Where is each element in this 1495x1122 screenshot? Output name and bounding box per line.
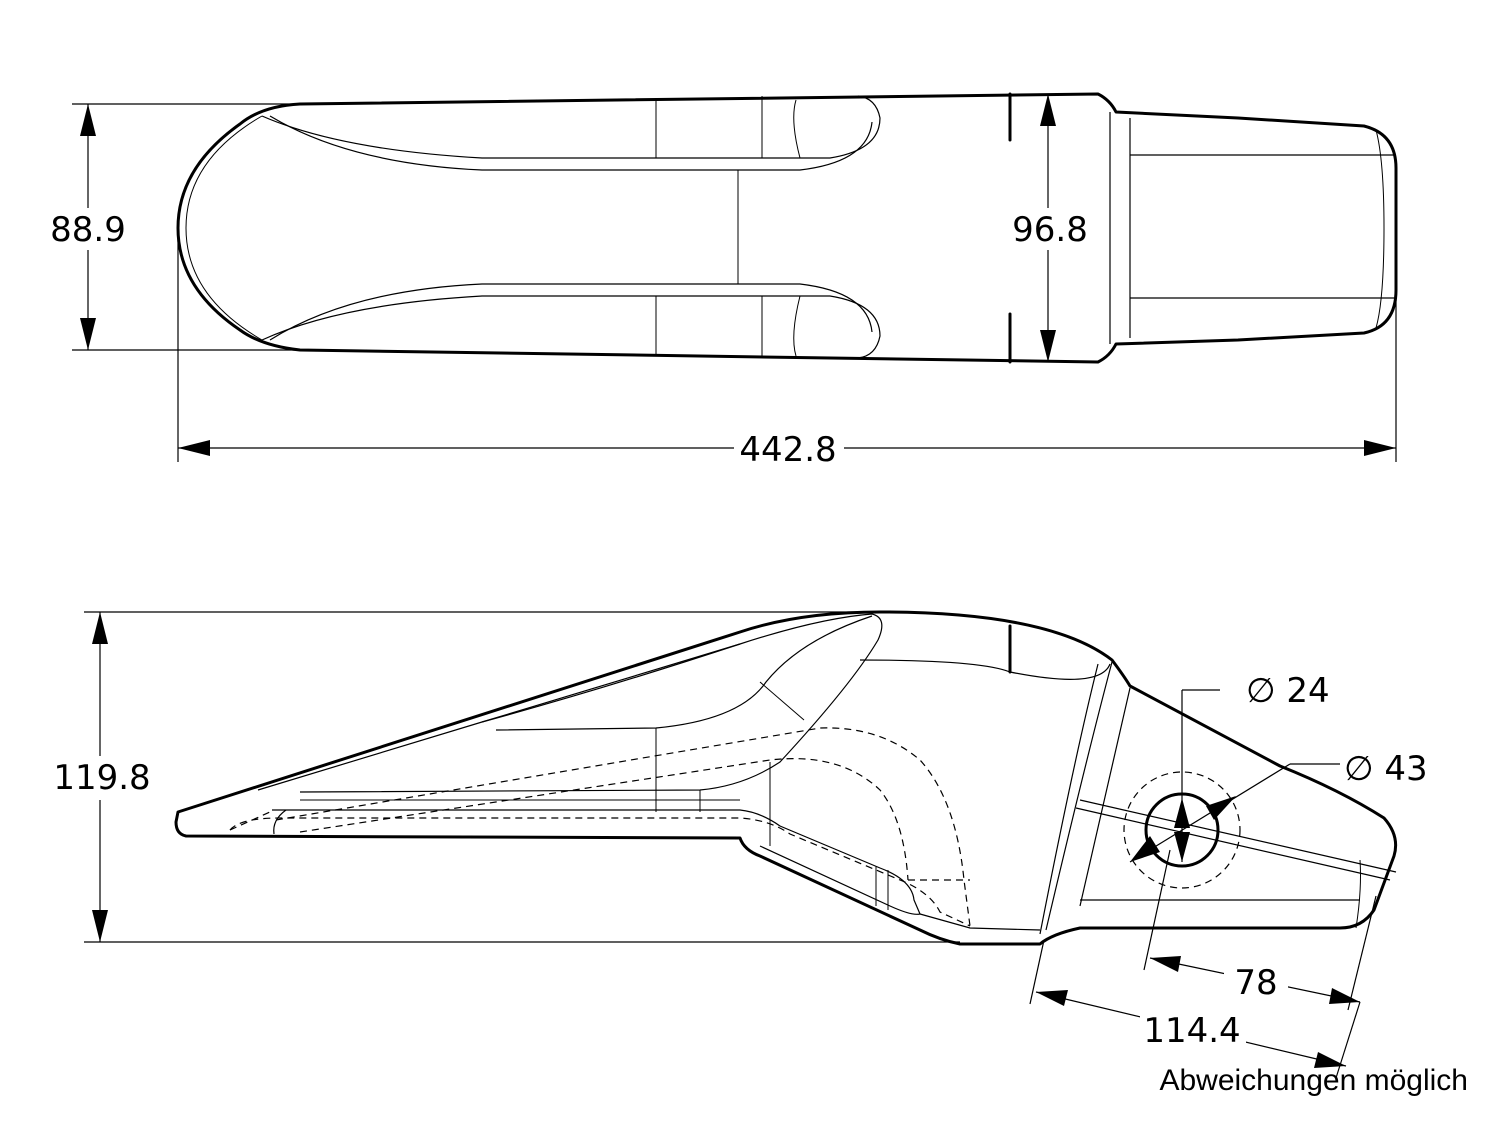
side-hidden-bore <box>1123 771 1241 889</box>
hole-to-tip-label: 78 <box>1234 963 1277 1003</box>
side-hidden-pocket <box>229 817 971 927</box>
dimension-overall-length: 442.8 <box>177 230 1397 470</box>
top-view-outline <box>176 92 1398 364</box>
dimension-top-head-width: 96.8 <box>1010 94 1090 362</box>
top-view <box>176 92 1398 364</box>
dimension-hole-small: ∅ 24 <box>1174 671 1330 862</box>
dimension-pin-to-tip: 114.4 <box>1029 939 1361 1079</box>
overall-length-label: 442.8 <box>739 430 836 470</box>
top-tip-arc <box>185 115 263 341</box>
side-view-outline <box>174 610 1398 946</box>
side-lower-groove <box>272 809 921 915</box>
top-groove-upper <box>261 95 881 159</box>
top-groove-lower <box>261 295 881 359</box>
top-groove-upper-inner <box>269 115 873 171</box>
dimension-hole-to-tip: 78 <box>1143 849 1377 1011</box>
side-ridge <box>257 613 883 793</box>
dimension-top-width: 88.9 <box>50 103 300 351</box>
hole-small-label: ∅ 24 <box>1246 671 1330 711</box>
side-view <box>174 610 1398 946</box>
side-height-label: 119.8 <box>53 758 150 798</box>
hole-large-label: ∅ 43 <box>1344 749 1428 789</box>
top-head-width-label: 96.8 <box>1012 210 1088 250</box>
top-groove-lower-inner <box>269 283 873 341</box>
dimension-side-height: 119.8 <box>52 611 960 943</box>
top-width-label: 88.9 <box>50 210 126 250</box>
dimension-hole-large: ∅ 43 <box>1129 749 1428 863</box>
deviation-note: Abweichungen möglich <box>1159 1064 1468 1097</box>
pin-to-tip-label: 114.4 <box>1143 1011 1240 1051</box>
